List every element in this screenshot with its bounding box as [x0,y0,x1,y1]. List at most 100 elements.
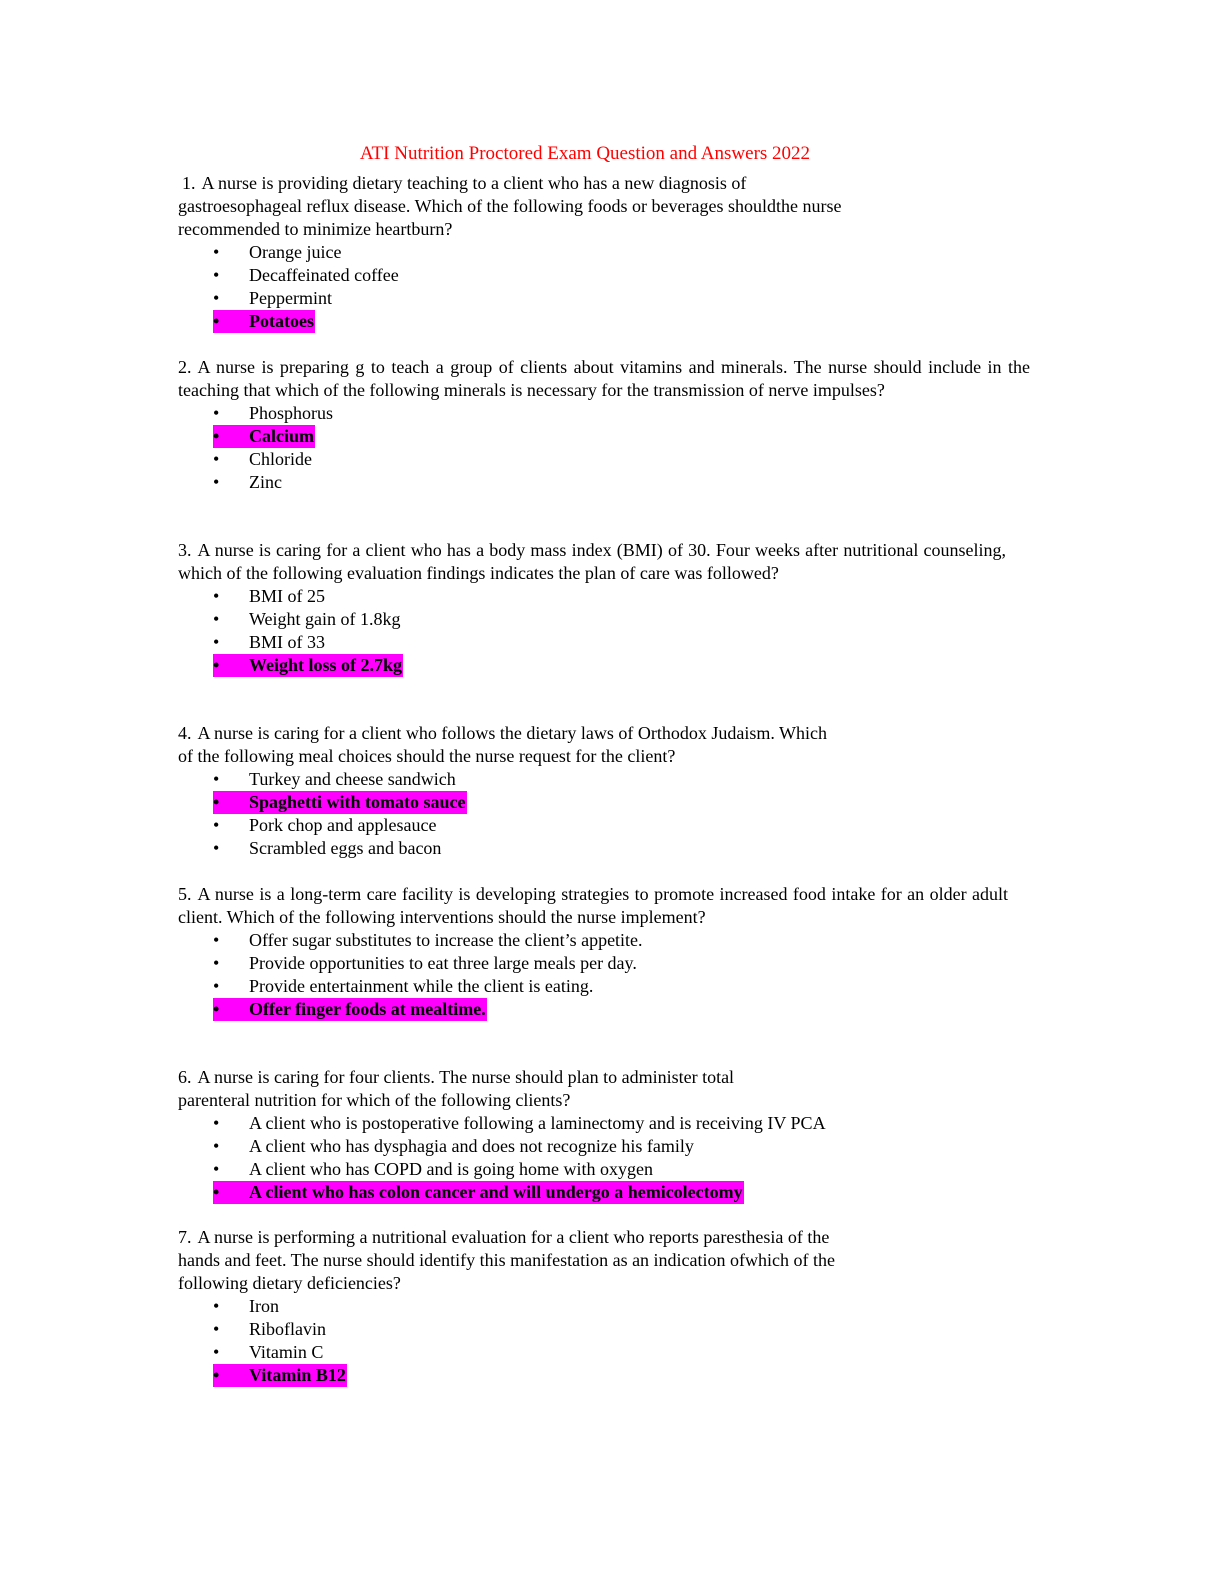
bullet-icon: • [213,815,220,835]
bullet-icon: • [213,1296,220,1316]
bullet-icon: • [213,999,220,1019]
option-line: •Provide entertainment while the client … [213,975,594,998]
bullet-icon: • [213,1113,220,1133]
option-line: • Chloride [213,448,313,471]
option-line: • A client who has dysphagia and does not… [213,1135,695,1158]
bullet-icon: • [213,792,220,812]
question-3: 3.A nurse is caring for a client who has… [178,539,1006,677]
option-text: A client who has dysphagia and does not … [249,1136,694,1156]
option-text: Scrambled eggs and bacon [249,838,442,858]
answer-option: •Weight gain of 1.8kg [213,608,1006,631]
question-text: A nurse is performing a nutritional eval… [178,1227,836,1293]
option-text: Zinc [249,472,282,492]
bullet-icon: • [213,632,220,652]
bullet-icon: • [213,1319,220,1339]
option-line: • Phosphorus [213,402,334,425]
option-line: • Turkey and cheese sandwich [213,768,457,791]
option-line: •Offer sugar substitutes to increase the… [213,929,644,952]
bullet-icon: • [213,769,220,789]
bullet-icon: • [213,1365,220,1385]
question-stem: 1.A nurse is providing dietary teaching … [178,172,1030,241]
option-line: •Orange juice [213,241,342,264]
highlighted-answer: •Calcium [213,425,315,448]
answer-option: • Turkey and cheese sandwich [213,768,1030,791]
question-stem: 5.A nurse is a long-term care facility i… [178,883,1008,929]
answer-option: • Peppermint [213,287,1030,310]
answer-options: • Turkey and cheese sandwich •Spaghetti w… [178,768,1030,860]
question-number: 3. [178,540,192,560]
option-text: Potatoes [249,311,314,331]
question-number: 2. [178,357,192,377]
bullet-icon: • [213,953,220,973]
question-text: A nurse is caring for a client who follo… [178,723,828,766]
question-stem: 4.A nurse is caring for a client who fol… [178,722,1030,768]
option-text: Vitamin B12 [249,1365,346,1385]
option-text: Weight gain of 1.8kg [249,609,401,629]
bullet-icon: • [213,472,220,492]
answer-option: •Orange juice [213,241,1030,264]
option-line: •Decaffeinated coffee [213,264,400,287]
option-line: •A client who has COPD and is going home… [213,1158,654,1181]
option-text: Turkey and cheese sandwich [249,769,456,789]
answer-options: • Phosphorus •Calcium • Chloride • Zinc [178,402,1030,494]
question-text: A nurse is providing dietary teaching to… [178,173,842,239]
question-4: 4.A nurse is caring for a client who fol… [178,722,1030,860]
option-text: Peppermint [249,288,332,308]
bullet-icon: • [213,838,220,858]
option-line: •BMI of 25 [213,585,326,608]
option-text: Offer finger foods at mealtime. [249,999,486,1019]
question-stem: 3.A nurse is caring for a client who has… [178,539,1006,585]
highlighted-answer: •A client who has colon cancer and will … [213,1181,744,1204]
highlighted-answer: • Vitamin B12 [213,1364,347,1387]
document-title: ATI Nutrition Proctored Exam Question an… [359,143,811,164]
option-line: • Scrambled eggs and bacon [213,837,442,860]
question-number: 1. [182,173,196,193]
option-line: • Peppermint [213,287,333,310]
bullet-icon: • [213,288,220,308]
bullet-icon: • [213,1136,220,1156]
option-text: Provide entertainment while the client i… [249,976,594,996]
answer-option: • Phosphorus [213,402,1030,425]
question-number: 6. [178,1067,192,1087]
answer-option: • Scrambled eggs and bacon [213,837,1030,860]
answer-option: •Vitamin C [213,1341,1030,1364]
question-stem: 7.A nurse is performing a nutritional ev… [178,1226,1030,1295]
answer-option: • A client who has dysphagia and does not… [213,1135,1030,1158]
answer-options: •BMI of 25 •Weight gain of 1.8kg •BMI of… [178,585,1006,677]
answer-option: •Offer sugar substitutes to increase the… [213,929,1008,952]
option-line: •Vitamin C [213,1341,324,1364]
question-6: 6.A nurse is caring for four clients. Th… [178,1066,1030,1204]
answer-options: • Offer sugar substitutes to increase the… [178,929,1008,1021]
option-line: • Iron [213,1295,280,1318]
option-text: Provide opportunities to eat three large… [249,953,637,973]
option-text: Offer sugar substitutes to increase the … [249,930,643,950]
option-text: Weight loss of 2.7kg [249,655,403,675]
question-2: 2.A nurse is preparing g to teach a grou… [178,356,1030,494]
option-text: BMI of 33 [249,632,325,652]
option-text: Decaffeinated coffee [249,265,399,285]
answer-option: •Provide entertainment while the client … [213,975,1008,998]
bullet-icon: • [213,449,220,469]
option-text: Vitamin C [249,1342,324,1362]
answer-option-correct: • Weight loss of 2.7kg [213,654,1006,677]
question-number: 7. [178,1227,192,1247]
question-stem: 6.A nurse is caring for four clients. Th… [178,1066,1030,1112]
bullet-icon: • [213,655,220,675]
answer-option-correct: • Vitamin B12 [213,1364,1030,1387]
option-text: Iron [249,1296,279,1316]
question-text: A nurse is caring for four clients. The … [178,1067,735,1110]
answer-options: •A client who is postoperative following… [178,1112,1030,1204]
question-number: 4. [178,723,192,743]
option-line: •Weight gain of 1.8kg [213,608,402,631]
answer-option: • Iron [213,1295,1030,1318]
answer-option: • Chloride [213,448,1030,471]
bullet-icon: • [213,403,220,423]
question-7: 7.A nurse is performing a nutritional ev… [178,1226,1030,1387]
answer-option-correct: •Spaghetti with tomato sauce [213,791,1030,814]
bullet-icon: • [213,311,220,331]
option-text: Chloride [249,449,312,469]
bullet-icon: • [213,426,220,446]
option-text: Phosphorus [249,403,334,423]
answer-option-correct: • Offer finger foods at mealtime. [213,998,1008,1021]
